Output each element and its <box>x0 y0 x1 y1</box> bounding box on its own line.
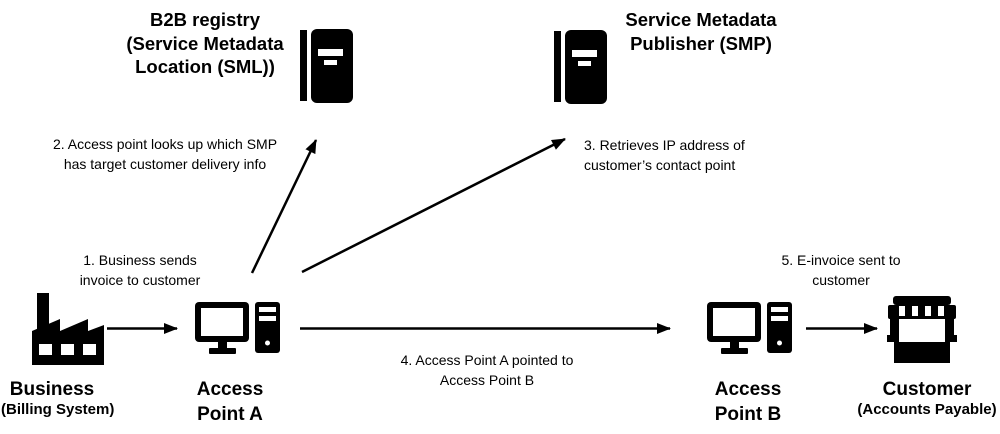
sml-title-line: Location (SML)) <box>135 56 275 77</box>
notebook-icon <box>554 30 607 104</box>
step4-label: 4. Access Point A pointed to Access Poin… <box>400 352 574 388</box>
sml-title-line: B2B registry <box>149 9 260 30</box>
step2-label: 2. Access point looks up which SMP has t… <box>52 136 278 172</box>
arrow-step3 <box>301 137 566 274</box>
step5-label: 5. E-invoice sent to customer <box>781 252 901 288</box>
customer-title: Customer <box>882 379 972 400</box>
step1-label: 1. Business sends invoice to customer <box>79 252 201 288</box>
desktop-computer-icon <box>707 302 792 354</box>
access-point-b-label: Access Point B <box>714 379 782 425</box>
sml-title-line: (Service Metadata <box>126 32 284 54</box>
business-title: Business <box>9 379 95 400</box>
customer-label: Customer (Accounts Payable) <box>852 377 1000 418</box>
sml-title: B2B registry (Service Metadata Location … <box>55 8 355 79</box>
business-subtitle: (Billing System) <box>1 401 115 418</box>
factory-icon <box>32 293 104 365</box>
smp-title-line: Service Metadata <box>625 9 777 30</box>
desktop-computer-icon <box>195 302 280 354</box>
arrow-step2 <box>250 139 318 274</box>
step3-label: 3. Retrieves IP address of customer’s co… <box>584 137 745 173</box>
smp-title: Service Metadata Publisher (SMP) <box>551 8 851 55</box>
access-point-a-label: Access Point A <box>196 379 264 425</box>
storefront-icon <box>887 296 957 363</box>
notebook-icon <box>300 29 353 103</box>
smp-title-line: Publisher (SMP) <box>630 32 772 54</box>
business-label: Business (Billing System) <box>1 377 115 418</box>
customer-subtitle: (Accounts Payable) <box>857 401 997 418</box>
